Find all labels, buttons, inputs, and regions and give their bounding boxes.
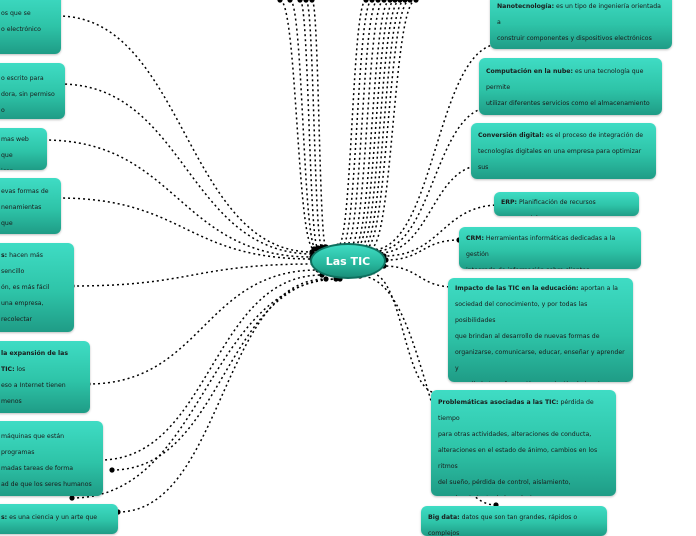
connector-line (99, 274, 323, 461)
connector-endpoint (109, 467, 115, 473)
connector-line (111, 278, 337, 471)
node-heading: s: (1, 514, 8, 521)
node-heading: Impacto de las TIC en la educación: (455, 285, 579, 292)
connector-line (341, 0, 373, 247)
node-heading: Computación en la nube: (486, 68, 573, 75)
connector-line (305, 0, 323, 248)
connector-line (383, 204, 501, 257)
connector-line (359, 0, 401, 249)
connector-endpoint (369, 0, 375, 3)
connector-line (71, 263, 315, 287)
topic-node-computacion-nube[interactable]: Computación en la nube: es una tecnologí… (479, 58, 662, 115)
central-topic[interactable]: Las TIC (310, 243, 386, 279)
topic-node-big-data[interactable]: Big data: datos que son tan grandes, ráp… (421, 506, 607, 536)
connector-line (359, 275, 497, 506)
node-heading: Conversión digital: (478, 132, 544, 139)
connector-endpoint (309, 0, 315, 3)
connector-endpoint (392, 0, 398, 3)
connector-endpoint (402, 0, 408, 3)
connector-line (289, 0, 317, 250)
connector-endpoint (69, 495, 75, 501)
topic-node-conversion-digital[interactable]: Conversión digital: es el proceso de int… (471, 123, 656, 179)
topic-node-left-3[interactable]: mas web queicar (0, 128, 47, 170)
node-heading: Problemáticas asociadas a las TIC: (438, 399, 559, 406)
connector-line (356, 0, 396, 248)
connector-endpoint (277, 0, 283, 3)
connector-endpoint (297, 0, 303, 3)
connector-line (59, 83, 314, 255)
connector-line (117, 278, 327, 513)
connector-line (369, 0, 417, 250)
topic-node-left-8[interactable]: s: es una ciencia y un arte que (0, 504, 118, 534)
connector-line (71, 278, 341, 499)
connector-line (362, 0, 406, 249)
connector-line (279, 0, 315, 250)
connector-endpoint (397, 0, 403, 3)
topic-node-erp[interactable]: ERP: Planificación de recursos empresari… (494, 192, 639, 216)
node-heading: CRM: (466, 235, 484, 242)
connector-endpoint (287, 0, 293, 3)
connector-line (371, 43, 501, 251)
connector-endpoint (381, 0, 387, 3)
connector-line (57, 197, 313, 260)
connector-line (365, 0, 411, 249)
connector-endpoint (407, 0, 413, 3)
connector-line (349, 0, 385, 248)
node-heading: Big data: (428, 514, 460, 521)
node-heading: Nanotecnología: (497, 3, 555, 10)
connector-line (353, 0, 391, 248)
connector-line (369, 272, 438, 394)
connector-line (337, 0, 367, 247)
connector-endpoint (375, 0, 381, 3)
connector-line (43, 139, 313, 258)
central-topic-label: Las TIC (325, 254, 371, 268)
topic-node-crm[interactable]: CRM: Herramientas informáticas dedicadas… (459, 227, 641, 269)
connector-endpoint (303, 0, 309, 3)
connector-endpoint (387, 0, 393, 3)
connector-endpoint (413, 0, 419, 3)
connector-line (383, 265, 455, 288)
node-heading: s: (1, 252, 8, 259)
connector-line (87, 269, 319, 385)
topic-node-problematicas[interactable]: Problemáticas asociadas a las TIC: pérdi… (431, 390, 616, 496)
topic-node-impacto-educacion[interactable]: Impacto de las TIC en la educación: apor… (448, 278, 633, 382)
connector-line (375, 106, 493, 252)
connector-line (57, 15, 313, 253)
topic-node-nanotecnologia[interactable]: Nanotecnología: es un tipo de ingeniería… (490, 0, 672, 49)
connector-line (311, 0, 327, 248)
connector-line (385, 239, 460, 261)
connector-endpoint (363, 0, 369, 3)
node-heading: ERP: (501, 199, 518, 206)
node-heading: la expansión de las TIC: (1, 350, 69, 373)
connector-line (345, 0, 379, 247)
